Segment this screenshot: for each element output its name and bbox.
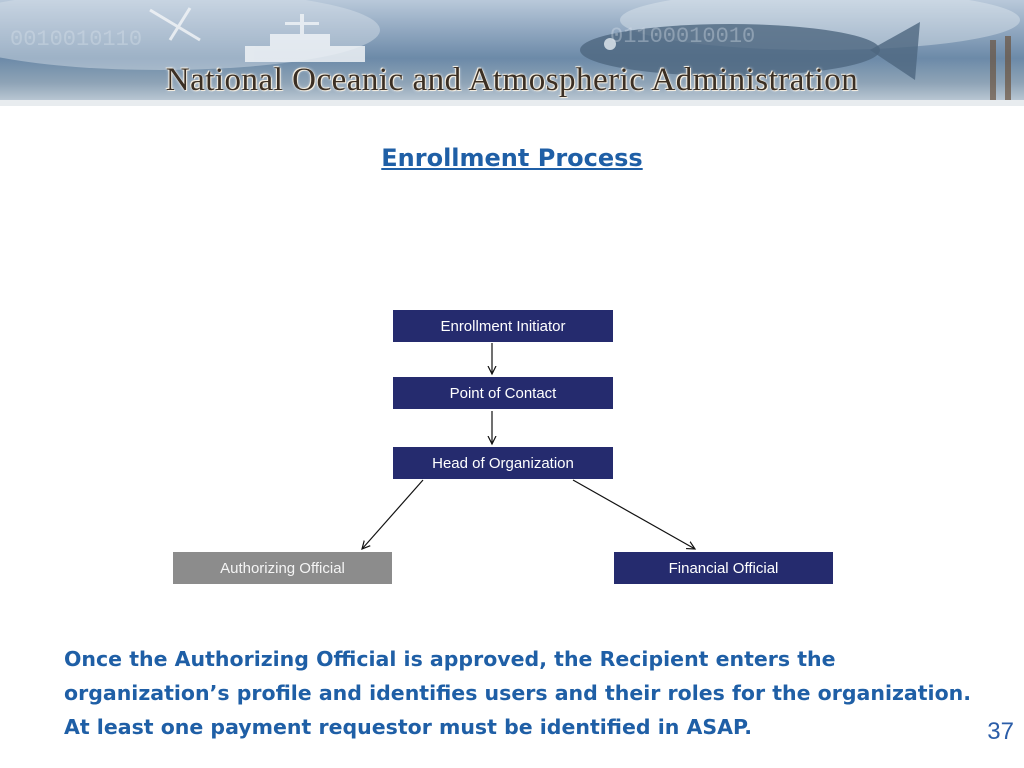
node-head-of-organization: Head of Organization xyxy=(393,447,613,479)
caption-line: Once the Authorizing Official is approve… xyxy=(64,642,994,676)
arrow-head-to-authorizing xyxy=(362,480,423,549)
arrow-head-to-financial xyxy=(573,480,695,549)
node-label: Enrollment Initiator xyxy=(440,318,565,335)
node-enrollment-initiator: Enrollment Initiator xyxy=(393,310,613,342)
node-financial-official: Financial Official xyxy=(614,552,833,584)
node-label: Point of Contact xyxy=(450,385,557,402)
page-number: 37 xyxy=(987,718,1014,746)
caption-text: Once the Authorizing Official is approve… xyxy=(64,642,994,744)
node-point-of-contact: Point of Contact xyxy=(393,377,613,409)
node-label: Head of Organization xyxy=(432,455,574,472)
node-authorizing-official: Authorizing Official xyxy=(173,552,392,584)
caption-line: At least one payment requestor must be i… xyxy=(64,710,994,744)
caption-line: organization’s profile and identifies us… xyxy=(64,676,994,710)
node-label: Financial Official xyxy=(669,560,779,577)
node-label: Authorizing Official xyxy=(220,560,345,577)
